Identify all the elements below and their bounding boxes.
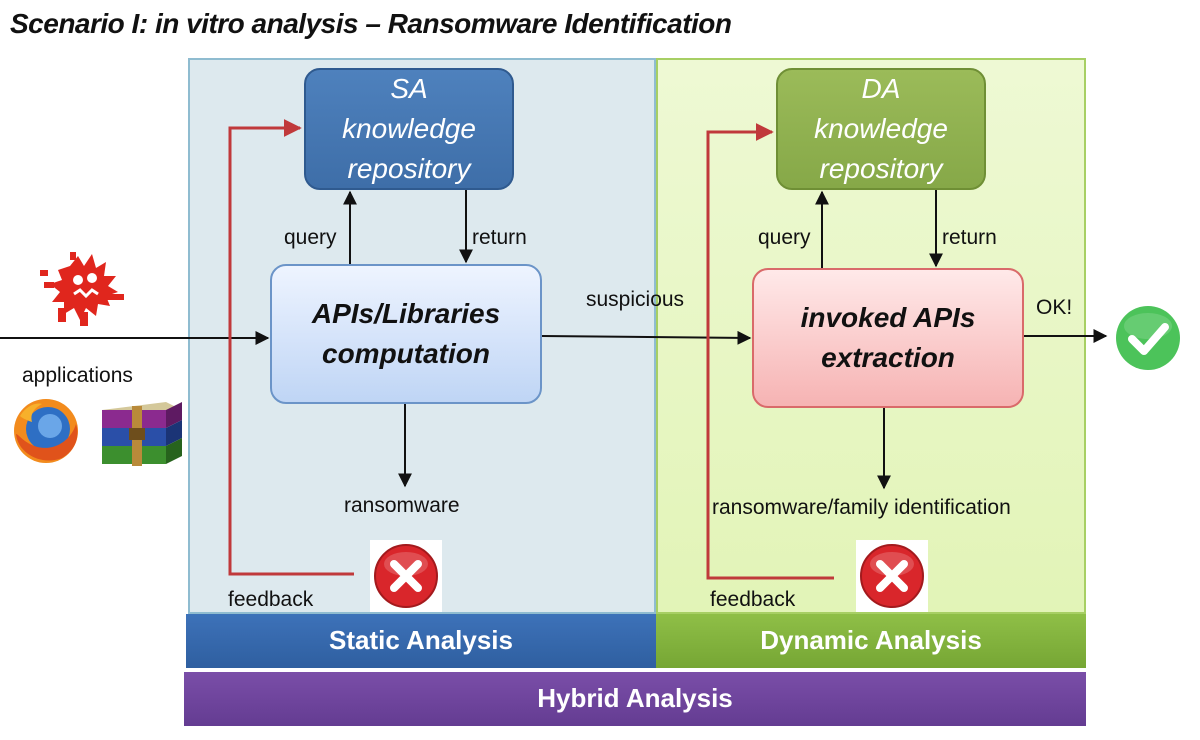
red-x-icon <box>860 544 924 608</box>
sa-repo-line-3: repository <box>347 153 471 184</box>
invoked-box-line-1: invoked APIs <box>800 302 976 333</box>
suspicious-label: suspicious <box>586 288 685 311</box>
apis-libraries-computation-box: APIs/Libraries computation <box>270 264 542 404</box>
da-return-label: return <box>942 226 997 249</box>
winrar-icon <box>102 402 182 466</box>
da-knowledge-repository: DA knowledge repository <box>776 68 986 190</box>
da-repo-line-3: repository <box>819 153 943 184</box>
sa-feedback-label: feedback <box>228 588 314 611</box>
ok-label: OK! <box>1036 296 1073 319</box>
sa-repo-line-2: knowledge <box>342 113 476 144</box>
invoked-box-line-2: extraction <box>821 342 955 373</box>
red-x-icon <box>374 544 438 608</box>
invoked-apis-extraction-box: invoked APIs extraction <box>752 268 1024 408</box>
identification-label: ransomware/family identification <box>712 496 1011 519</box>
malware-bug-icon <box>40 252 124 326</box>
dynamic-analysis-band: Dynamic Analysis <box>656 614 1086 668</box>
firefox-icon <box>14 399 78 463</box>
da-repo-line-2: knowledge <box>814 113 948 144</box>
da-feedback-arrow <box>706 123 834 580</box>
apis-box-line-2: computation <box>322 338 490 369</box>
sa-repo-line-1: SA <box>390 73 428 104</box>
sa-return-label: return <box>472 226 527 249</box>
ransomware-label: ransomware <box>344 494 460 517</box>
hybrid-analysis-band: Hybrid Analysis <box>184 672 1086 726</box>
static-analysis-band: Static Analysis <box>186 614 656 668</box>
da-feedback-label: feedback <box>710 588 796 611</box>
suspicious-flow-arrow <box>541 330 752 345</box>
green-check-icon <box>1116 306 1180 370</box>
sa-feedback-arrow <box>228 119 354 576</box>
da-reject-badge <box>856 540 928 612</box>
sa-knowledge-repository: SA knowledge repository <box>304 68 514 190</box>
da-query-label: query <box>758 226 811 249</box>
sa-query-label: query <box>284 226 337 249</box>
sa-reject-badge <box>370 540 442 612</box>
diagram-title: Scenario I: in vitro analysis – Ransomwa… <box>10 8 732 39</box>
da-repo-line-1: DA <box>861 73 901 104</box>
apis-box-line-1: APIs/Libraries <box>311 298 501 329</box>
applications-label: applications <box>22 364 133 387</box>
